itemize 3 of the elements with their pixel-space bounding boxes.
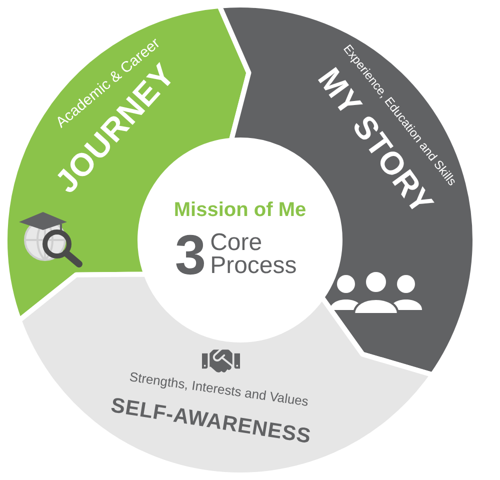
center-label: Core Process bbox=[210, 232, 298, 278]
center-number: 3 bbox=[174, 226, 206, 282]
center-title: Mission of Me bbox=[174, 198, 306, 222]
